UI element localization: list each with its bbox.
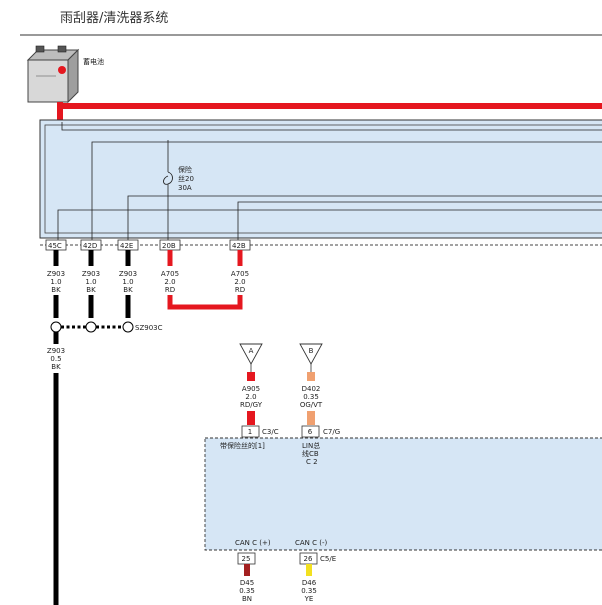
fuse-symbol [163, 171, 173, 185]
red-bridge-wire [167, 295, 243, 310]
lin-label-1: LIN总 [302, 441, 320, 450]
svg-text:A705: A705 [161, 270, 179, 278]
svg-text:2.0: 2.0 [164, 278, 175, 286]
svg-text:A705: A705 [231, 270, 249, 278]
svg-text:D46: D46 [302, 579, 317, 587]
svg-text:YE: YE [304, 595, 314, 603]
connector-letter: A [249, 347, 254, 355]
pin-label: 42E [120, 242, 133, 250]
svg-text:25: 25 [242, 555, 251, 563]
svg-text:Z903: Z903 [47, 270, 65, 278]
connector-b: B D402 0.35 OG/VT 6 C7/G [299, 343, 340, 438]
svg-text:26: 26 [304, 555, 313, 563]
svg-text:BN: BN [242, 595, 252, 603]
wire-label: A705 2.0 RD [161, 270, 179, 294]
svg-text:BK: BK [51, 286, 61, 294]
svg-text:C7/G: C7/G [323, 428, 340, 436]
bottom-pin-25: 25 D45 0.35 BN [237, 552, 256, 603]
lin-label-3: C 2 [306, 458, 318, 466]
svg-text:BK: BK [86, 286, 96, 294]
wire-label: Z903 1.0 BK [47, 270, 65, 294]
wire-label: A705 2.0 RD [231, 270, 249, 294]
battery-icon [26, 45, 80, 104]
wire-label: Z903 1.0 BK [119, 270, 137, 294]
connector-a: A A905 2.0 RD/GY 1 C3/C [239, 343, 279, 438]
pin-label: 20B [162, 242, 176, 250]
diagram-title: 雨刮器/清洗器系统 [60, 11, 168, 26]
svg-text:2.0: 2.0 [245, 393, 256, 401]
wire-label: Z903 1.0 BK [82, 270, 100, 294]
splice-label: SZ903C [135, 324, 163, 332]
svg-text:C3/C: C3/C [262, 428, 279, 436]
fuse-box-panel [39, 119, 602, 239]
fuse-label-2: 丝20 [178, 174, 194, 183]
svg-text:1.0: 1.0 [122, 278, 133, 286]
svg-text:Z903: Z903 [119, 270, 137, 278]
svg-text:0.35: 0.35 [239, 587, 255, 595]
connector-letter: B [309, 347, 314, 355]
internal-wiring [57, 122, 602, 245]
svg-text:RD: RD [235, 286, 245, 294]
svg-text:A905: A905 [242, 385, 260, 393]
pin-strip: 45C 42D 42E 20B 42B [45, 239, 251, 251]
svg-text:1: 1 [248, 428, 252, 436]
module-panel [204, 437, 602, 551]
svg-text:RD/GY: RD/GY [240, 401, 263, 409]
svg-text:2.0: 2.0 [234, 278, 245, 286]
svg-text:6: 6 [308, 428, 313, 436]
battery-label: 蓄电池 [83, 57, 104, 66]
svg-text:Z903: Z903 [47, 347, 65, 355]
svg-text:D45: D45 [240, 579, 254, 587]
ground-wire-label: Z903 0.5 BK [47, 347, 65, 371]
module-note: 带保险丝的[1] [220, 441, 265, 450]
bottom-pin-26: 26 C5/E D46 0.35 YE [299, 552, 336, 603]
svg-text:Z903: Z903 [82, 270, 100, 278]
svg-text:OG/VT: OG/VT [300, 401, 323, 409]
svg-text:BK: BK [123, 286, 133, 294]
can-high-label: CAN C (+) [235, 539, 271, 547]
svg-text:0.5: 0.5 [50, 355, 61, 363]
lin-label-2: 线CB [302, 449, 319, 458]
svg-text:1.0: 1.0 [85, 278, 96, 286]
svg-text:C5/E: C5/E [320, 555, 336, 563]
pin-label: 45C [48, 242, 62, 250]
svg-text:1.0: 1.0 [50, 278, 61, 286]
can-low-label: CAN C (-) [295, 539, 328, 547]
pin-label: 42D [83, 242, 97, 250]
svg-text:D402: D402 [302, 385, 321, 393]
splice-symbol [50, 321, 134, 333]
svg-text:0.35: 0.35 [303, 393, 319, 401]
svg-text:BK: BK [51, 363, 61, 371]
fuse-label-3: 30A [178, 184, 192, 192]
svg-text:0.35: 0.35 [301, 587, 317, 595]
fuse-label-1: 保险 [178, 165, 192, 174]
svg-text:RD: RD [165, 286, 175, 294]
pin-label: 42B [232, 242, 246, 250]
